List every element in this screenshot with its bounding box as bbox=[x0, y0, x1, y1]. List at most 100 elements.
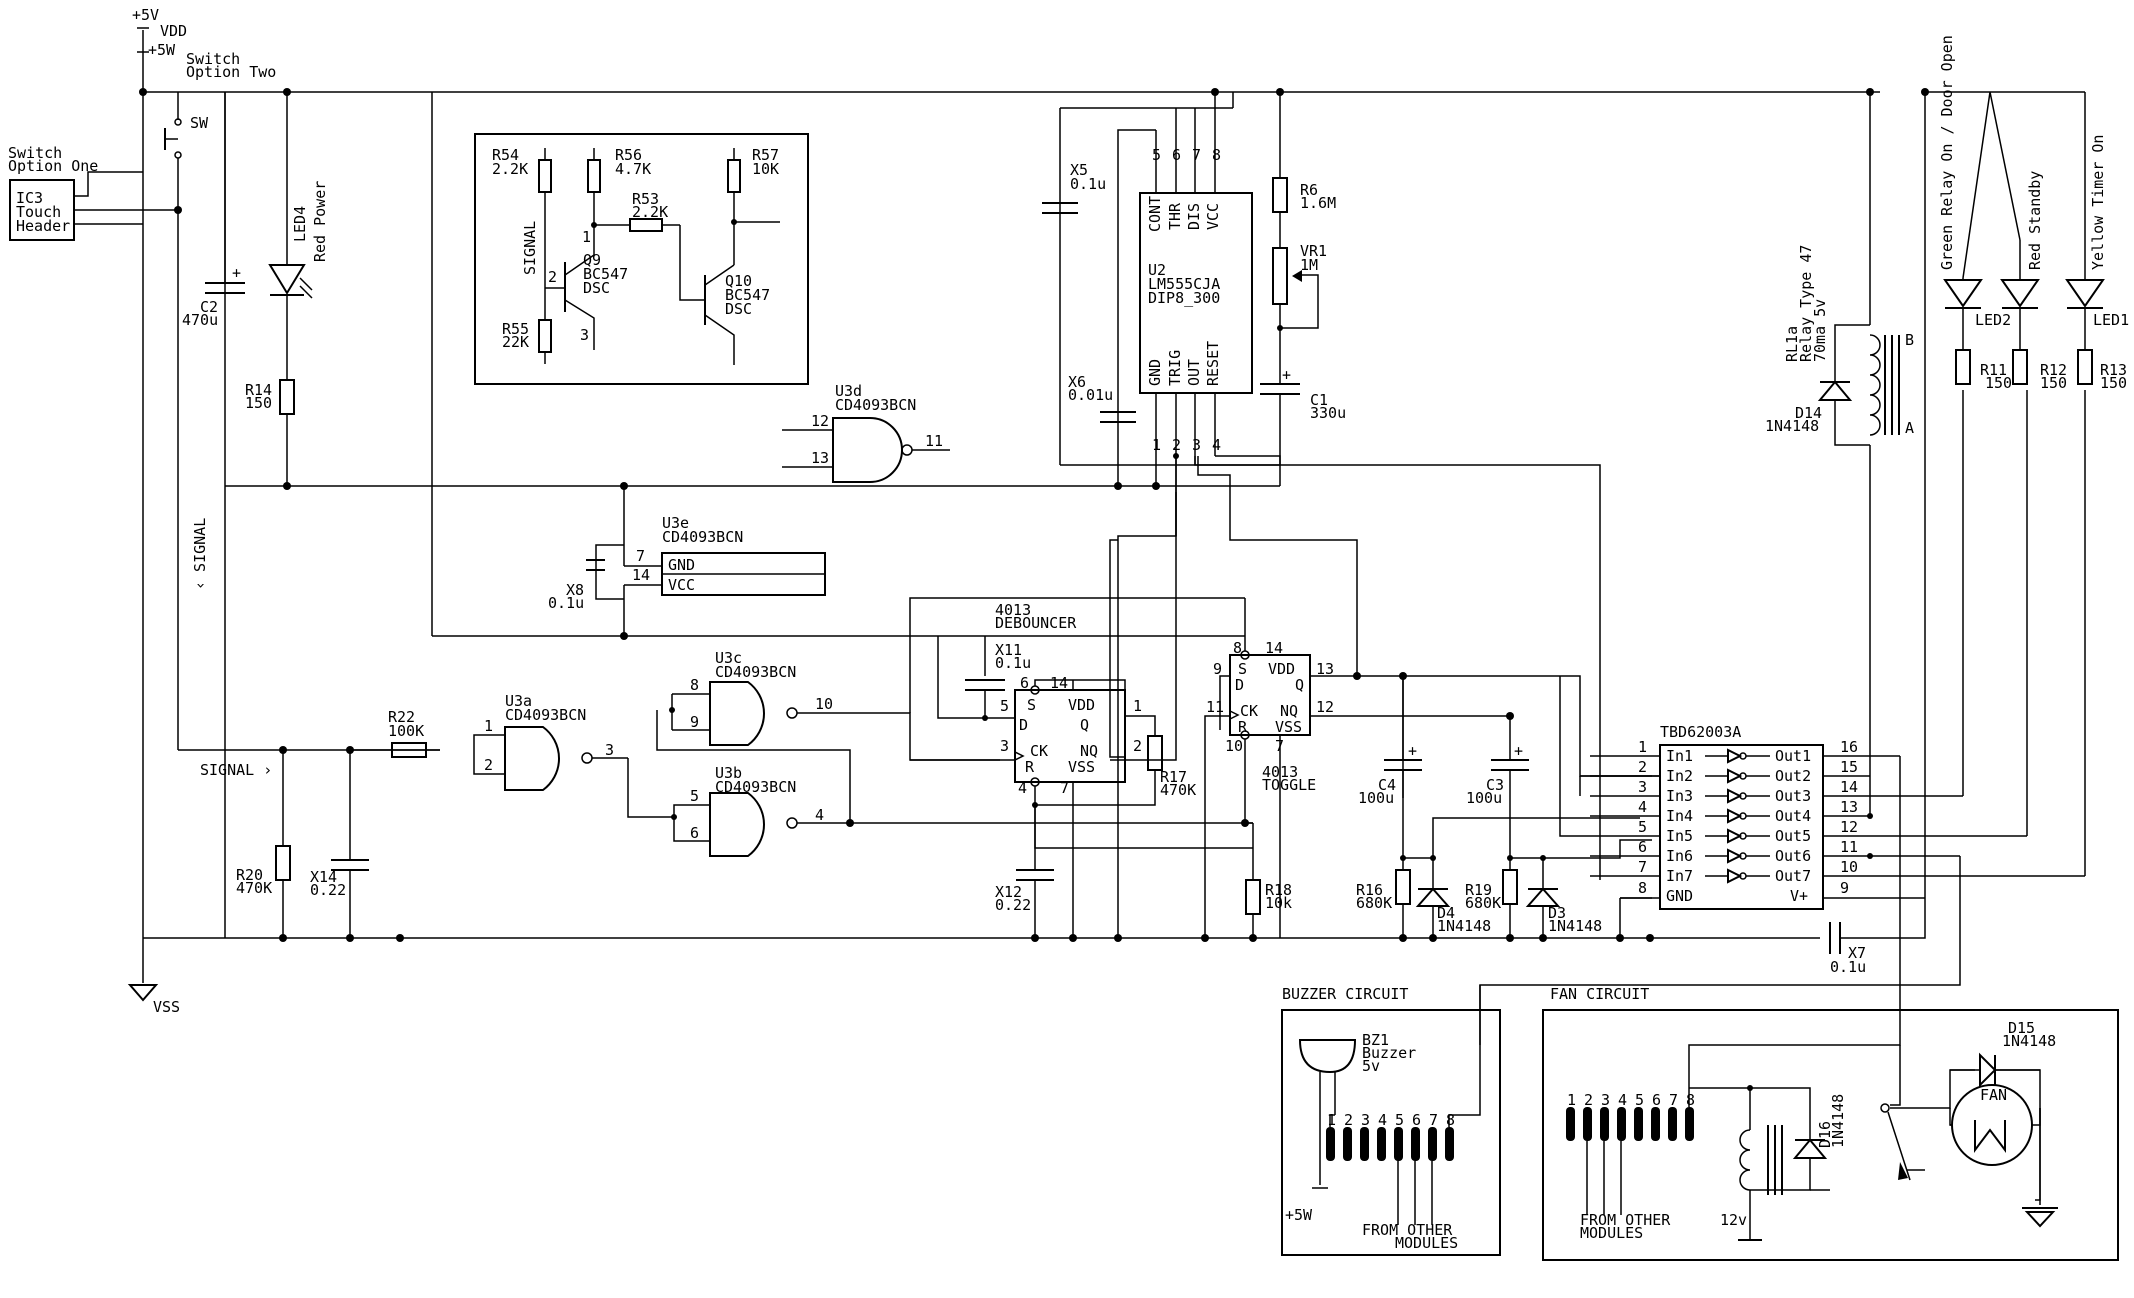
x8-ref: X8 bbox=[566, 581, 584, 599]
r18-value: 10k bbox=[1265, 894, 1292, 912]
svg-text:5: 5 bbox=[1000, 697, 1009, 715]
u3d-part: CD4093BCN bbox=[835, 396, 916, 414]
r56-ref: R56 bbox=[615, 146, 642, 164]
q9-ref: Q9 bbox=[583, 251, 601, 269]
svg-text:3: 3 bbox=[1000, 737, 1009, 755]
svg-text:7: 7 bbox=[636, 547, 645, 565]
r12-ref: R12 bbox=[2040, 361, 2067, 379]
bz1-ref: BZ1 bbox=[1362, 1031, 1389, 1049]
svg-text:In6: In6 bbox=[1666, 847, 1693, 865]
led4-value: Red Power bbox=[311, 181, 329, 262]
ic3-ref: IC3 bbox=[16, 189, 43, 207]
svg-text:D: D bbox=[1235, 676, 1244, 694]
svg-text:1: 1 bbox=[1133, 697, 1142, 715]
svg-text:14: 14 bbox=[632, 566, 650, 584]
x12-value: 0.22 bbox=[995, 896, 1031, 914]
svg-text:6: 6 bbox=[1020, 674, 1029, 692]
u3a-part: CD4093BCN bbox=[505, 706, 586, 724]
svg-text:4: 4 bbox=[1638, 798, 1647, 816]
relay-rl1a: B A RL1a Relay Type 47 70ma 5v D14 1N414… bbox=[1765, 88, 1914, 446]
svg-text:In1: In1 bbox=[1666, 747, 1693, 765]
r14-value: 150 bbox=[245, 394, 272, 412]
u3a-nand: U3a CD4093BCN 1 2 3 R22 100K bbox=[279, 692, 674, 818]
svg-text:Out2: Out2 bbox=[1775, 767, 1811, 785]
r11-value: 150 bbox=[1985, 374, 2012, 392]
q9-part: BC547 bbox=[583, 265, 628, 283]
svg-text:Out7: Out7 bbox=[1775, 867, 1811, 885]
svg-text:8: 8 bbox=[1686, 1091, 1695, 1109]
svg-text:VCC: VCC bbox=[1204, 203, 1222, 230]
r11-ref: R11 bbox=[1980, 361, 2007, 379]
svg-text:15: 15 bbox=[1840, 758, 1858, 776]
uln-ref: TBD62003A bbox=[1660, 723, 1741, 741]
tbd62003a-driver: TBD62003A In1 In2 In3 In4 In5 In6 In7 GN… bbox=[1479, 88, 2086, 1108]
uln-buffers bbox=[1705, 748, 1770, 884]
svg-text:CONT: CONT bbox=[1146, 196, 1164, 232]
svg-text:OUT: OUT bbox=[1185, 359, 1203, 386]
r53-value: 2.2K bbox=[632, 203, 668, 221]
fan-label: FAN bbox=[1980, 1086, 2007, 1104]
x7-ref: X7 bbox=[1848, 944, 1866, 962]
svg-text:5: 5 bbox=[1638, 818, 1647, 836]
debouncer-title-1: 4013 bbox=[995, 601, 1031, 619]
svg-text:In3: In3 bbox=[1666, 787, 1693, 805]
v12-label: 12v bbox=[1720, 1211, 1747, 1229]
c1-value: 330u bbox=[1310, 404, 1346, 422]
d3-ref: D3 bbox=[1548, 904, 1566, 922]
r12-value: 150 bbox=[2040, 374, 2067, 392]
u3c-part: CD4093BCN bbox=[715, 663, 796, 681]
fan-title: FAN CIRCUIT bbox=[1550, 985, 1649, 1003]
vr1-value: 1M bbox=[1300, 256, 1318, 274]
u3b-ref: U3b bbox=[715, 764, 742, 782]
signal-bottom-label: SIGNAL › bbox=[200, 761, 272, 779]
d14-ref: D14 bbox=[1795, 404, 1822, 422]
svg-text:12: 12 bbox=[1840, 818, 1858, 836]
svg-text:13: 13 bbox=[1840, 798, 1858, 816]
plus5w-label: +5W bbox=[148, 41, 176, 59]
x5-value: 0.1u bbox=[1070, 175, 1106, 193]
uln-inputs: In1 In2 In3 In4 In5 In6 In7 GND bbox=[1666, 747, 1693, 905]
svg-text:10: 10 bbox=[1225, 737, 1243, 755]
d15-ref: D15 bbox=[2008, 1019, 2035, 1037]
vss-label: VSS bbox=[153, 998, 180, 1016]
svg-text:4: 4 bbox=[1378, 1111, 1387, 1129]
svg-text:Out3: Out3 bbox=[1775, 787, 1811, 805]
d16-value: 1N4148 bbox=[1829, 1094, 1847, 1148]
vss-ground-icon bbox=[127, 984, 159, 1002]
r54-value: 2.2K bbox=[492, 160, 528, 178]
debouncer-4013: 4013 DEBOUNCER S VDD D Q CK NQ R VSS 6 1… bbox=[909, 539, 1253, 942]
svg-text:9: 9 bbox=[1213, 660, 1222, 678]
buzzer-title: BUZZER CIRCUIT bbox=[1282, 985, 1408, 1003]
d16-ref: D16 bbox=[1816, 1121, 1834, 1148]
svg-text:GND: GND bbox=[1146, 359, 1164, 386]
svg-text:16: 16 bbox=[1840, 738, 1858, 756]
svg-text:14: 14 bbox=[1265, 639, 1283, 657]
v5-label: +5V bbox=[132, 6, 159, 24]
svg-text:In4: In4 bbox=[1666, 807, 1693, 825]
svg-text:A: A bbox=[1905, 419, 1914, 437]
switch-option-one-label-2: Option One bbox=[8, 157, 98, 175]
uln-output-pins: 16 15 14 13 12 11 10 9 bbox=[1823, 738, 2085, 899]
svg-text:TRIG: TRIG bbox=[1166, 350, 1184, 386]
x14-value: 0.22 bbox=[310, 881, 346, 899]
d3-value: 1N4148 bbox=[1548, 917, 1602, 935]
d15-value: 1N4148 bbox=[2002, 1032, 2056, 1050]
toggle-4013: S VDD D Q CK NQ R VSS 8 14 9 13 11 12 10… bbox=[1201, 636, 1652, 942]
svg-text:3: 3 bbox=[1192, 436, 1201, 454]
svg-text:6: 6 bbox=[1412, 1111, 1421, 1129]
toggle-title-2: TOGGLE bbox=[1262, 776, 1316, 794]
svg-text:D: D bbox=[1019, 716, 1028, 734]
rl1a-spec: 70ma 5v bbox=[1811, 299, 1829, 362]
q9-desc: DSC bbox=[583, 279, 610, 297]
sw-label: SW bbox=[190, 114, 209, 132]
fan-ground-icon bbox=[2024, 1211, 2056, 1228]
switch-option-two-label-2: Option Two bbox=[186, 63, 276, 81]
x12-ref: X12 bbox=[995, 883, 1022, 901]
u3e-part: CD4093BCN bbox=[662, 528, 743, 546]
svg-text:7: 7 bbox=[1638, 858, 1647, 876]
q9-q10-inset: R54 2.2K SIGNAL R55 22K R56 4.7K R53 2.2… bbox=[474, 133, 809, 385]
svg-text:5: 5 bbox=[1635, 1091, 1644, 1109]
led4-ref: LED4 bbox=[291, 206, 309, 242]
r57-value: 10K bbox=[752, 160, 779, 178]
svg-text:V+: V+ bbox=[1790, 887, 1808, 905]
